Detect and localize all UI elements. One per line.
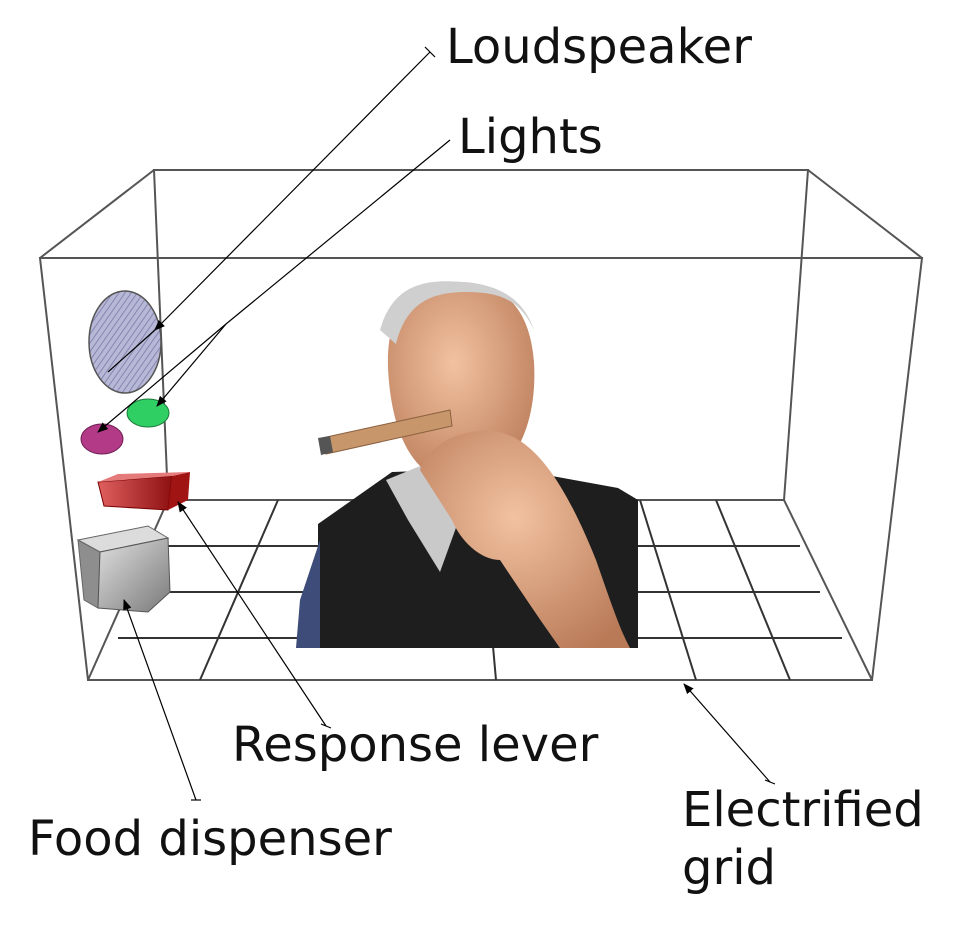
- lights-label: Lights: [458, 109, 603, 165]
- loudspeaker-icon: [88, 290, 162, 394]
- food-dispenser-label: Food dispenser: [28, 811, 392, 867]
- loudspeaker-label: Loudspeaker: [446, 19, 752, 75]
- lights-leader-green: [156, 323, 227, 407]
- lights-leader-magenta: [97, 323, 227, 433]
- electrified-grid-leader: [683, 683, 771, 783]
- loudspeaker-leader: [154, 51, 431, 331]
- electrified-grid-label: Electrified grid: [682, 782, 924, 897]
- leader-lines: [97, 51, 771, 801]
- chamber-edge: [807, 169, 923, 259]
- chamber-edge: [39, 169, 155, 259]
- leader-end-ticks: [191, 46, 776, 801]
- chamber-edge: [783, 499, 873, 681]
- person-icon: [296, 281, 638, 648]
- green-light-icon: [126, 398, 170, 428]
- electrified-grid-label-line2: grid: [682, 839, 777, 896]
- response-lever-leader: [177, 501, 327, 727]
- electrified-grid-label-line1: Electrified: [682, 782, 924, 838]
- food-dispenser-icon: [76, 525, 171, 613]
- food-dispenser-leader: [123, 598, 197, 801]
- loudspeaker-leader-tail: [107, 329, 156, 373]
- response-lever-icon: [97, 472, 190, 511]
- lights-leader: [225, 139, 451, 325]
- response-lever-label: Response lever: [232, 717, 599, 773]
